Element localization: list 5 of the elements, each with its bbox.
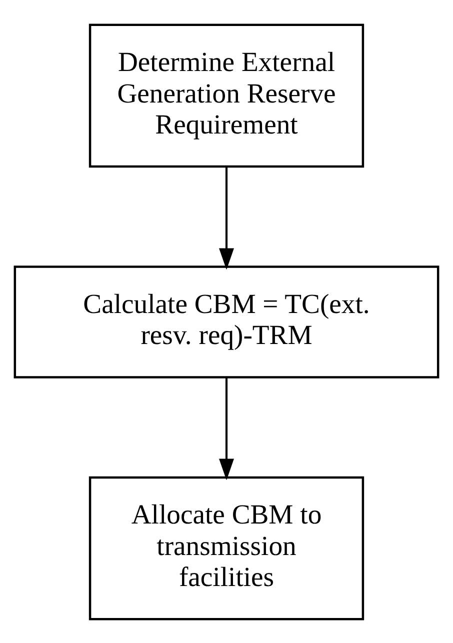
- node-box: Calculate CBM = TC(ext. resv. req)-TRM: [14, 265, 440, 378]
- arrow: [219, 166, 234, 270]
- arrow: [219, 377, 234, 480]
- node-box: Allocate CBM to transmission facilities: [88, 476, 364, 620]
- node-box: Determine External Generation Reserve Requirement: [88, 23, 364, 168]
